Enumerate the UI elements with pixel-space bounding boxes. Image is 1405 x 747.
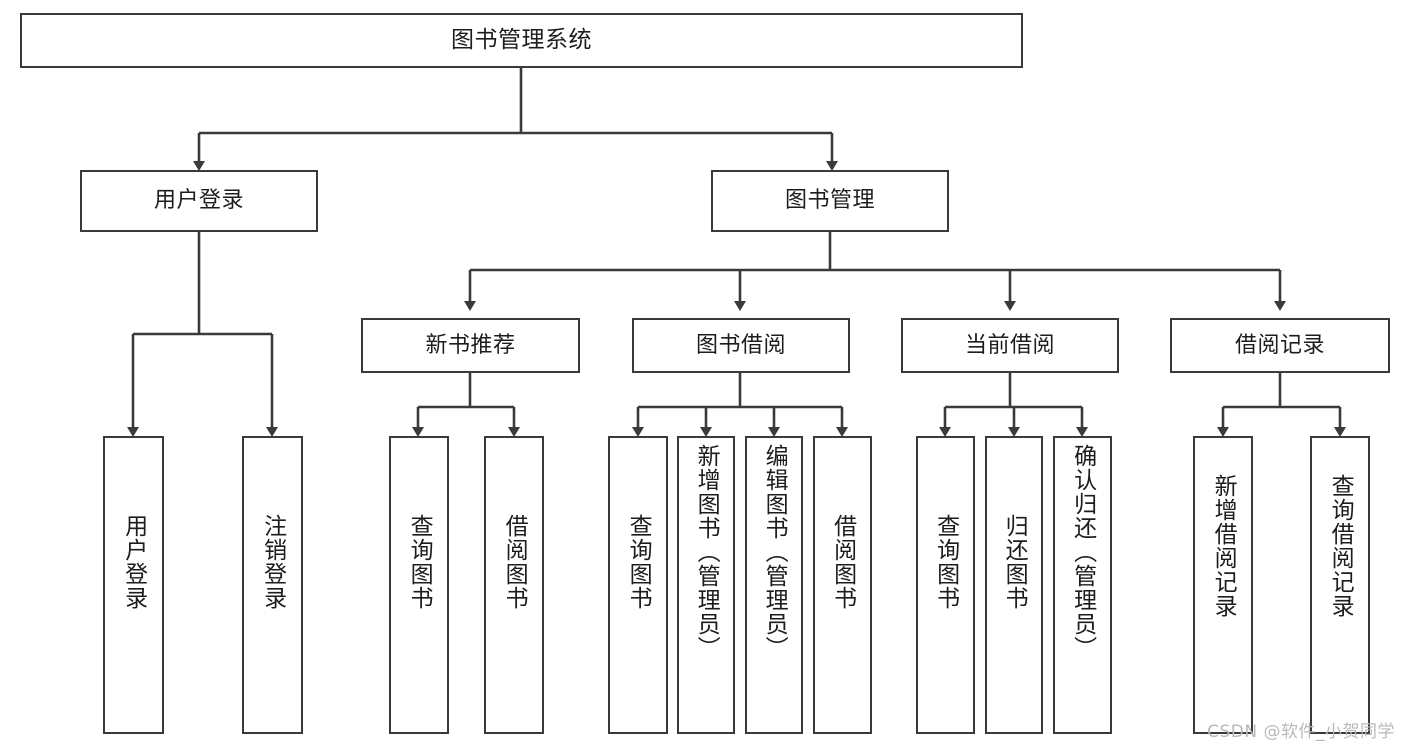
node-label: 图书借阅 — [695, 332, 786, 358]
leaf-query-book-1[interactable]: 查询图书 — [389, 436, 449, 734]
leaf-add-book-admin[interactable]: 新增图书（管理员） — [677, 436, 735, 734]
node-label: 新增图书（管理员） — [693, 444, 720, 660]
node-root-book-management-system[interactable]: 图书管理系统 — [20, 13, 1023, 68]
node-book-management[interactable]: 图书管理 — [711, 170, 949, 232]
leaf-add-borrow-record[interactable]: 新增借阅记录 — [1193, 436, 1253, 734]
leaf-borrow-book-1[interactable]: 借阅图书 — [484, 436, 544, 734]
leaf-user-login[interactable]: 用户登录 — [103, 436, 164, 734]
node-label: 图书管理系统 — [451, 26, 592, 53]
node-label: 查询图书 — [406, 514, 433, 610]
node-label: 查询图书 — [625, 514, 652, 610]
node-new-book-recommendation[interactable]: 新书推荐 — [361, 318, 580, 373]
node-label: 新增借阅记录 — [1210, 474, 1237, 618]
node-label: 用户登录 — [120, 514, 147, 610]
node-label: 借阅记录 — [1234, 332, 1325, 358]
node-label: 归还图书 — [1001, 514, 1028, 610]
node-label: 注销登录 — [259, 514, 286, 610]
node-label: 新书推荐 — [425, 332, 516, 358]
leaf-query-book-3[interactable]: 查询图书 — [916, 436, 975, 734]
node-label: 借阅图书 — [829, 514, 856, 610]
node-label: 用户登录 — [153, 188, 244, 214]
leaf-edit-book-admin[interactable]: 编辑图书（管理员） — [745, 436, 803, 734]
node-book-borrow[interactable]: 图书借阅 — [632, 318, 850, 373]
node-label: 编辑图书（管理员） — [761, 444, 788, 660]
leaf-confirm-return-admin[interactable]: 确认归还（管理员） — [1053, 436, 1112, 734]
node-label: 查询借阅记录 — [1327, 474, 1354, 618]
csdn-watermark: CSDN @软件_小贺同学 — [1207, 722, 1395, 742]
node-user-login[interactable]: 用户登录 — [80, 170, 318, 232]
leaf-user-logout[interactable]: 注销登录 — [242, 436, 303, 734]
node-label: 图书管理 — [784, 188, 875, 214]
leaf-query-borrow-record[interactable]: 查询借阅记录 — [1310, 436, 1370, 734]
leaf-return-book[interactable]: 归还图书 — [985, 436, 1043, 734]
node-label: 确认归还（管理员） — [1069, 444, 1096, 660]
leaf-borrow-book-2[interactable]: 借阅图书 — [813, 436, 872, 734]
node-borrow-record[interactable]: 借阅记录 — [1170, 318, 1390, 373]
node-label: 借阅图书 — [501, 514, 528, 610]
node-label: 查询图书 — [932, 514, 959, 610]
node-current-borrow[interactable]: 当前借阅 — [901, 318, 1119, 373]
node-label: 当前借阅 — [964, 332, 1055, 358]
leaf-query-book-2[interactable]: 查询图书 — [608, 436, 668, 734]
